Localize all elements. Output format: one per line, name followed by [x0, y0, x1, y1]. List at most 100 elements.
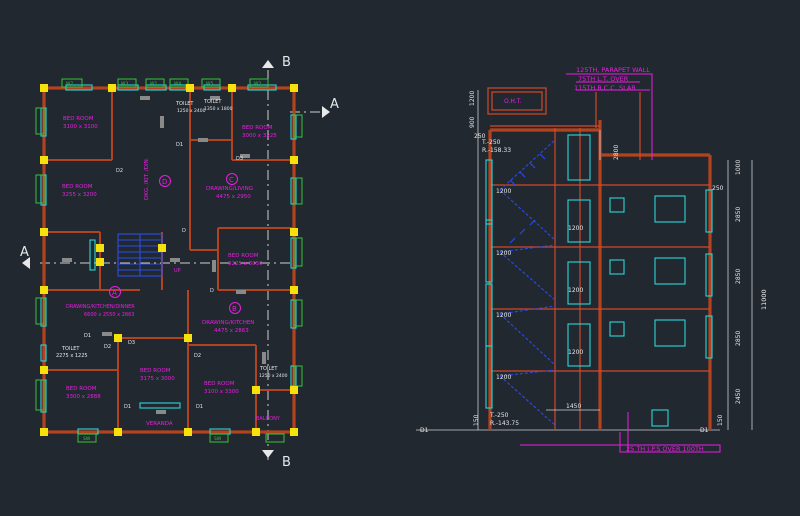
dim-win-7: 1200: [568, 349, 583, 356]
room-6-name: DRAWING/LIVING: [206, 186, 253, 192]
dim-win-1: 1200: [496, 188, 511, 195]
window-tag-w5: W5: [206, 81, 213, 87]
window-tag-w2: W2: [66, 81, 73, 87]
section-marker-a-right: A: [330, 97, 339, 112]
room-2-size: 3255 x 3200: [62, 192, 97, 198]
door-tag-d-a: D: [182, 228, 186, 234]
room-1-name: BED ROOM: [63, 116, 94, 122]
room-12-size: 3175 x 3000: [140, 376, 175, 382]
room-5-name: BED ROOM: [242, 125, 273, 131]
room-4-size: 1350 x 1800: [204, 106, 233, 112]
door-tag-d1d: D1: [196, 404, 203, 410]
grid-marker-right: D1: [700, 427, 709, 434]
section-dimensions: 1200 1200 1200 1200 1200 1200 1200 1450 …: [420, 90, 768, 434]
room-5-size: 3000 x 3225: [242, 133, 277, 139]
door-tag-d2a: D2: [116, 168, 123, 174]
level-top-t: T.-250: [481, 139, 501, 146]
stair-steps: [509, 153, 546, 244]
flat-d-label: D: [162, 178, 167, 186]
dim-2850b: 2850: [735, 269, 742, 284]
dim-900: 900: [469, 116, 476, 128]
balcony-label: BALCONY: [256, 416, 281, 422]
section-arrow-b-bottom: [262, 450, 274, 458]
room-7-name: BED ROOM: [228, 253, 259, 259]
plan-doors: [62, 96, 266, 414]
room-1-size: 3100 x 3100: [63, 124, 98, 130]
stair-up-label: UP: [174, 268, 181, 274]
floor-plan: B B A A: [20, 55, 339, 470]
dim-win-2: 1200: [496, 250, 511, 257]
room-3-name: TOILET: [175, 101, 194, 107]
section-arrow-b-top: [262, 60, 274, 68]
dim-stair: 1450: [566, 403, 581, 410]
door-tag-d3b: D3: [128, 340, 135, 346]
room-10-size: 2275 x 1225: [56, 353, 88, 359]
door-tag-d2c: D2: [194, 353, 201, 359]
dim-2850c: 2850: [735, 331, 742, 346]
window-tag-w1: W1: [150, 81, 157, 87]
level-bottom-r: R.-143.75: [490, 420, 519, 427]
dim-win-4: 1200: [496, 374, 511, 381]
room-13-name: BED ROOM: [204, 381, 235, 387]
lobby-label: DKG. /KIT. /DIN.: [144, 157, 150, 200]
room-8-size: 6600 x 2550 x 2863: [84, 312, 134, 318]
plan-window-tags: W2 W3 W1 W4 W5 W2 SW SW: [35, 78, 303, 443]
dim-2800: 2800: [613, 145, 620, 160]
room-12-name: BED ROOM: [140, 368, 171, 374]
dim-win-5: 1200: [568, 225, 583, 232]
section-arrow-a-top: [322, 106, 330, 118]
section-notes: 125TH, PARAPET WALL 75TH L.T. OVER 115TH…: [481, 66, 721, 453]
room-2-name: BED ROOM: [62, 184, 93, 190]
section-stair-flights: [499, 139, 556, 426]
interior-walls: [44, 88, 294, 432]
window-tag-sw: SW: [83, 436, 91, 442]
section-slabs: [490, 92, 710, 430]
note-slab: 115TH R.C.C. SLAB: [574, 84, 636, 92]
level-top-r: R.-158.33: [482, 147, 511, 154]
dim-win-3: 1200: [496, 312, 511, 319]
window-tag-w3: W3: [121, 81, 128, 87]
room-3-size: 1250 x 2400: [177, 108, 206, 114]
flat-c-label: C: [229, 176, 234, 184]
door-tags: D2 D1 D3 D D D1 D2 D3 D2 D1 D1: [84, 142, 243, 410]
door-tag-d1a: D1: [176, 142, 183, 148]
room-4-name: TOILET: [203, 99, 222, 105]
dim-11000: 11000: [760, 289, 768, 310]
window-tag-sw2: SW: [214, 436, 222, 442]
section-arrow-a-left: [22, 257, 30, 269]
section-marker-b-bottom: B: [282, 455, 291, 470]
dim-250: 250: [712, 185, 724, 192]
room-9-size: 4475 x 2863: [214, 328, 249, 334]
plan-columns: [40, 84, 298, 436]
door-tag-d1c: D1: [124, 404, 131, 410]
dim-250-left: 250: [474, 133, 486, 140]
section-marker-a-left: A: [20, 245, 29, 260]
level-bottom-t: T.-250: [489, 412, 509, 419]
door-tag-d2b: D2: [104, 344, 111, 350]
room-8-name: DRAWING/KITCHEN/DINNER: [66, 304, 135, 310]
note-lintel: 75TH L.T. OVER: [578, 75, 629, 83]
veranda-label: VERANDA: [146, 421, 173, 427]
flat-a-label: A: [112, 289, 117, 297]
dim-win-6: 1200: [568, 287, 583, 294]
room-11-size: 3300 x 2888: [66, 394, 101, 400]
dim-2450: 2450: [735, 389, 742, 404]
note-parapet: 125TH, PARAPET WALL: [576, 66, 650, 74]
dim-150-right: 150: [717, 414, 724, 426]
room-14-size: 1250 x 2400: [259, 373, 288, 379]
door-tag-d1b: D1: [84, 333, 91, 339]
section-marker-b-top: B: [282, 55, 291, 70]
section-windows: [485, 134, 713, 427]
room-13-size: 3100 x 3300: [204, 389, 239, 395]
section-elevation: O.H.T. 125TH, PARAPET: [416, 66, 768, 453]
flat-b-label: B: [232, 305, 237, 313]
section-outline: [488, 120, 712, 430]
note-ips: 25 TH I.P.S OVER 100TH: [626, 445, 704, 453]
door-tag-d-b: D: [210, 288, 214, 294]
window-tag-w2b: W2: [254, 81, 261, 87]
dim-2850a: 2850: [735, 207, 742, 222]
window-tag-w4: W4: [174, 81, 181, 87]
room-7-size: 3225 x 3050: [228, 261, 263, 267]
room-6-size: 4475 x 2950: [216, 194, 251, 200]
